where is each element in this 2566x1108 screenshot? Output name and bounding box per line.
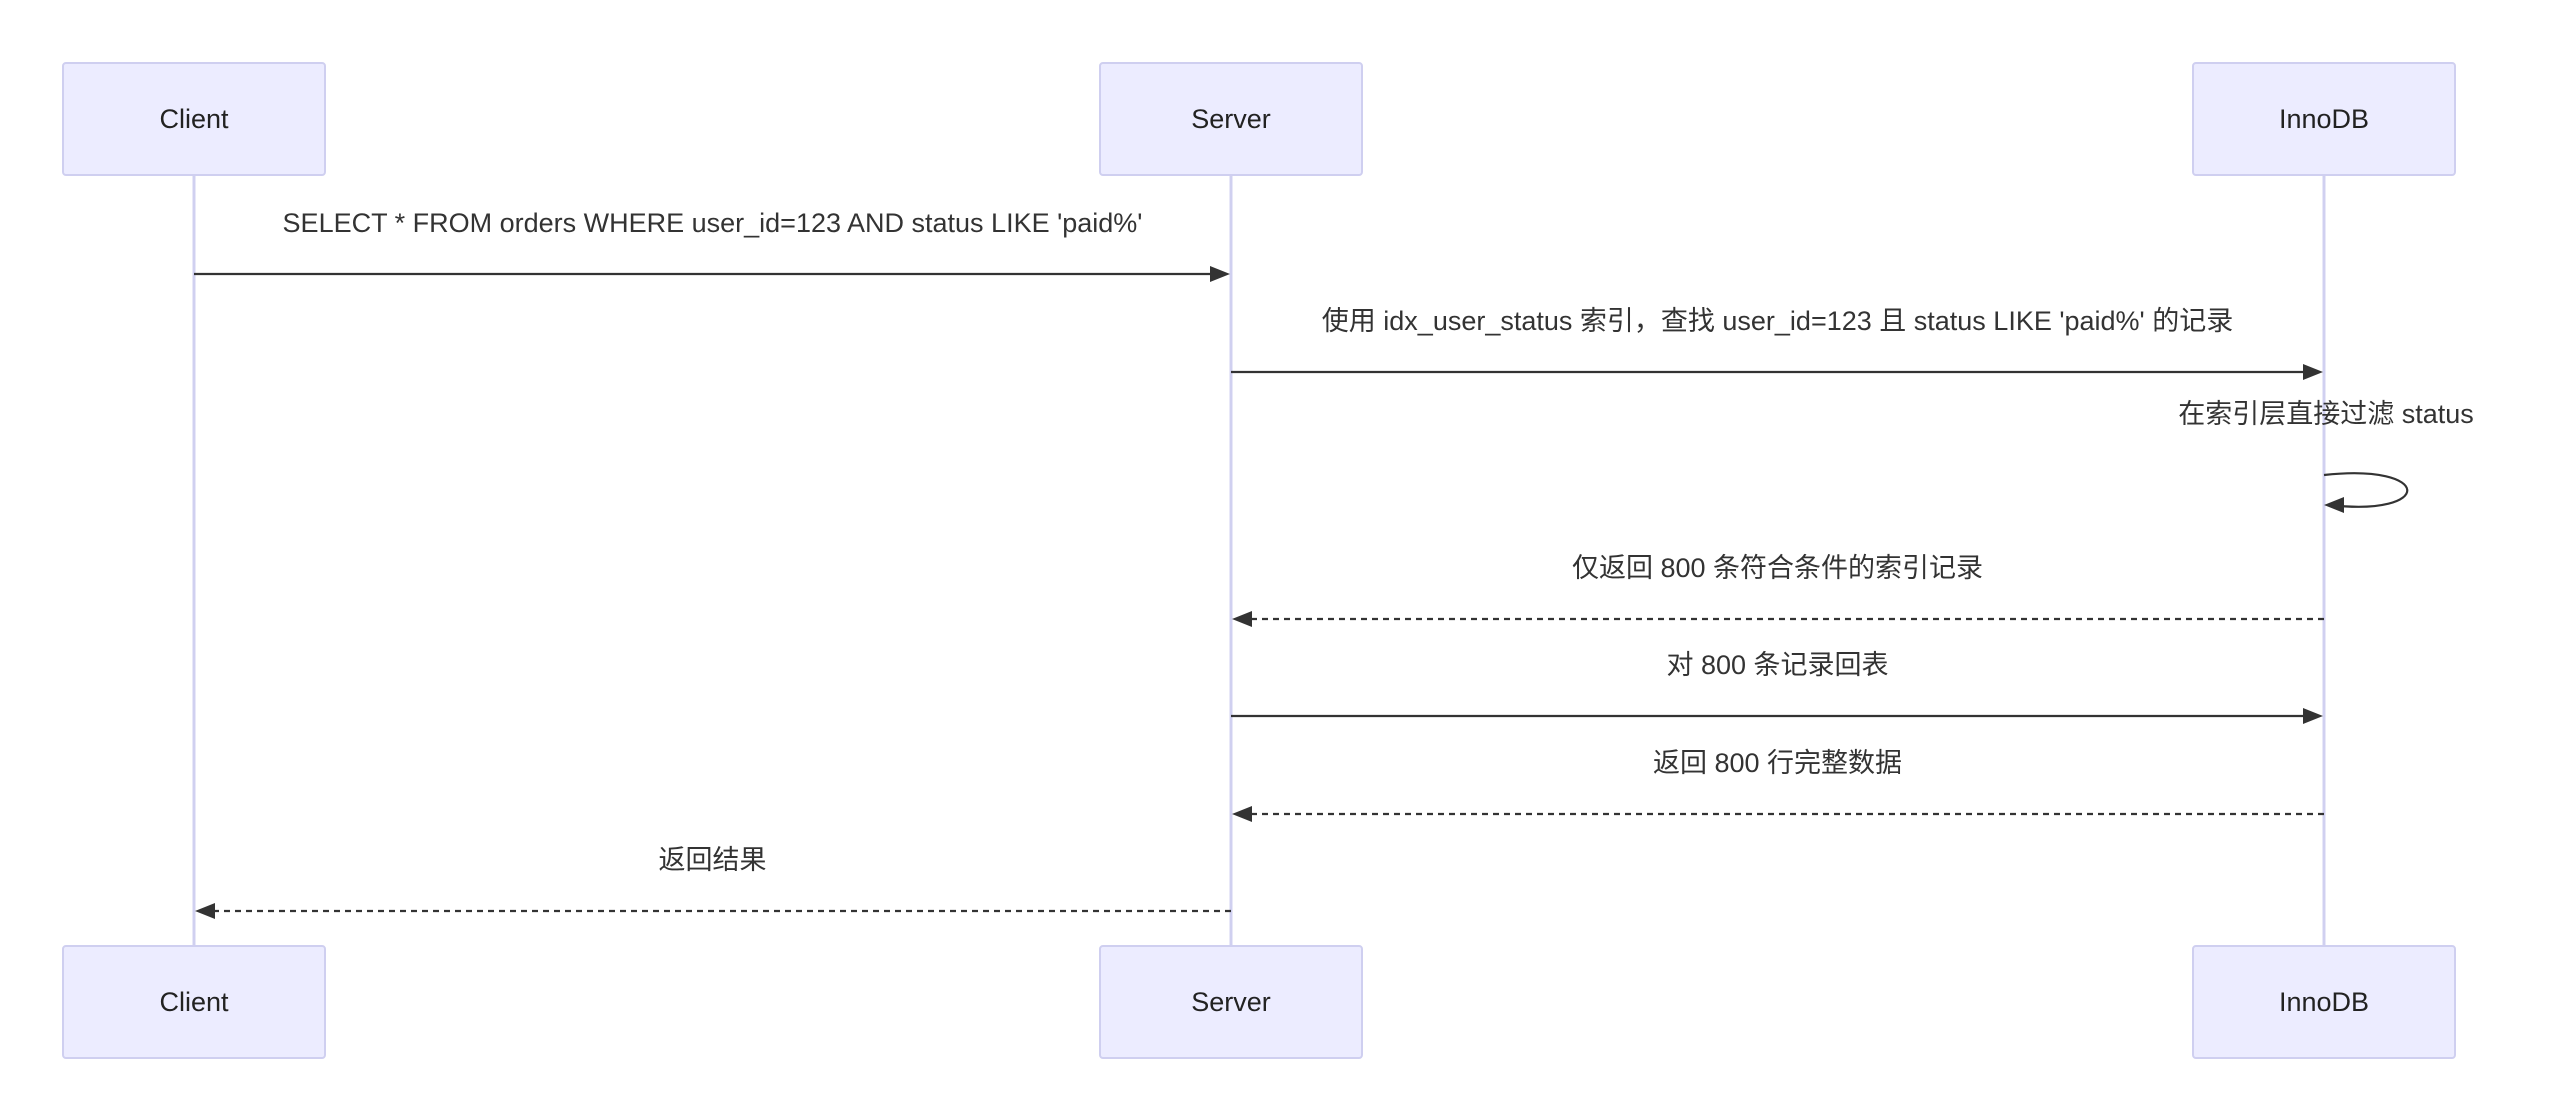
arrow-head bbox=[2303, 708, 2323, 724]
message-4: 仅返回 800 条符合条件的索引记录 bbox=[1232, 553, 2324, 627]
actor-label: InnoDB bbox=[2279, 987, 2369, 1017]
actor-client-bottom: Client bbox=[62, 945, 326, 1059]
message-label: 仅返回 800 条符合条件的索引记录 bbox=[1572, 553, 1983, 583]
arrow-head bbox=[2303, 364, 2323, 380]
message-7: 返回结果 bbox=[195, 845, 1231, 919]
message-label: SELECT * FROM orders WHERE user_id=123 A… bbox=[283, 208, 1143, 238]
message-3: 在索引层直接过滤 status bbox=[2178, 399, 2474, 513]
arrow-head bbox=[2324, 497, 2344, 513]
actor-box bbox=[2192, 945, 2456, 1059]
actor-box bbox=[62, 945, 326, 1059]
message-label: 返回结果 bbox=[659, 845, 767, 875]
message-label: 对 800 条记录回表 bbox=[1666, 650, 1888, 680]
actor-label: Client bbox=[159, 104, 229, 134]
actor-server-top: Server bbox=[1099, 62, 1363, 176]
message-2: 使用 idx_user_status 索引，查找 user_id=123 且 s… bbox=[1231, 306, 2323, 380]
arrow-head bbox=[195, 903, 215, 919]
message-label: 在索引层直接过滤 status bbox=[2178, 399, 2474, 429]
actors-top: Client Server InnoDB bbox=[62, 62, 2456, 176]
actor-innodb-bottom: InnoDB bbox=[2192, 945, 2456, 1059]
actor-box bbox=[2192, 62, 2456, 176]
actor-innodb-top: InnoDB bbox=[2192, 62, 2456, 176]
actor-label: Client bbox=[159, 987, 229, 1017]
message-label: 返回 800 行完整数据 bbox=[1653, 748, 1902, 778]
lifelines bbox=[192, 175, 2326, 946]
message-label: 使用 idx_user_status 索引，查找 user_id=123 且 s… bbox=[1322, 306, 2233, 336]
arrow-head bbox=[1232, 611, 1252, 627]
arrow-head bbox=[1232, 806, 1252, 822]
message-6: 返回 800 行完整数据 bbox=[1232, 748, 2324, 822]
actor-box bbox=[1099, 945, 1363, 1059]
actor-client-top: Client bbox=[62, 62, 326, 176]
actor-label: Server bbox=[1191, 104, 1271, 134]
actor-label: InnoDB bbox=[2279, 104, 2369, 134]
actor-server-bottom: Server bbox=[1099, 945, 1363, 1059]
messages: SELECT * FROM orders WHERE user_id=123 A… bbox=[194, 208, 2474, 919]
actor-box bbox=[1099, 62, 1363, 176]
actor-label: Server bbox=[1191, 987, 1271, 1017]
arrow-head bbox=[1210, 266, 1230, 282]
message-1: SELECT * FROM orders WHERE user_id=123 A… bbox=[194, 208, 1230, 282]
actors-bottom: Client Server InnoDB bbox=[62, 945, 2456, 1059]
message-5: 对 800 条记录回表 bbox=[1231, 650, 2323, 724]
actor-box bbox=[62, 62, 326, 176]
message-line bbox=[2323, 472, 2409, 508]
